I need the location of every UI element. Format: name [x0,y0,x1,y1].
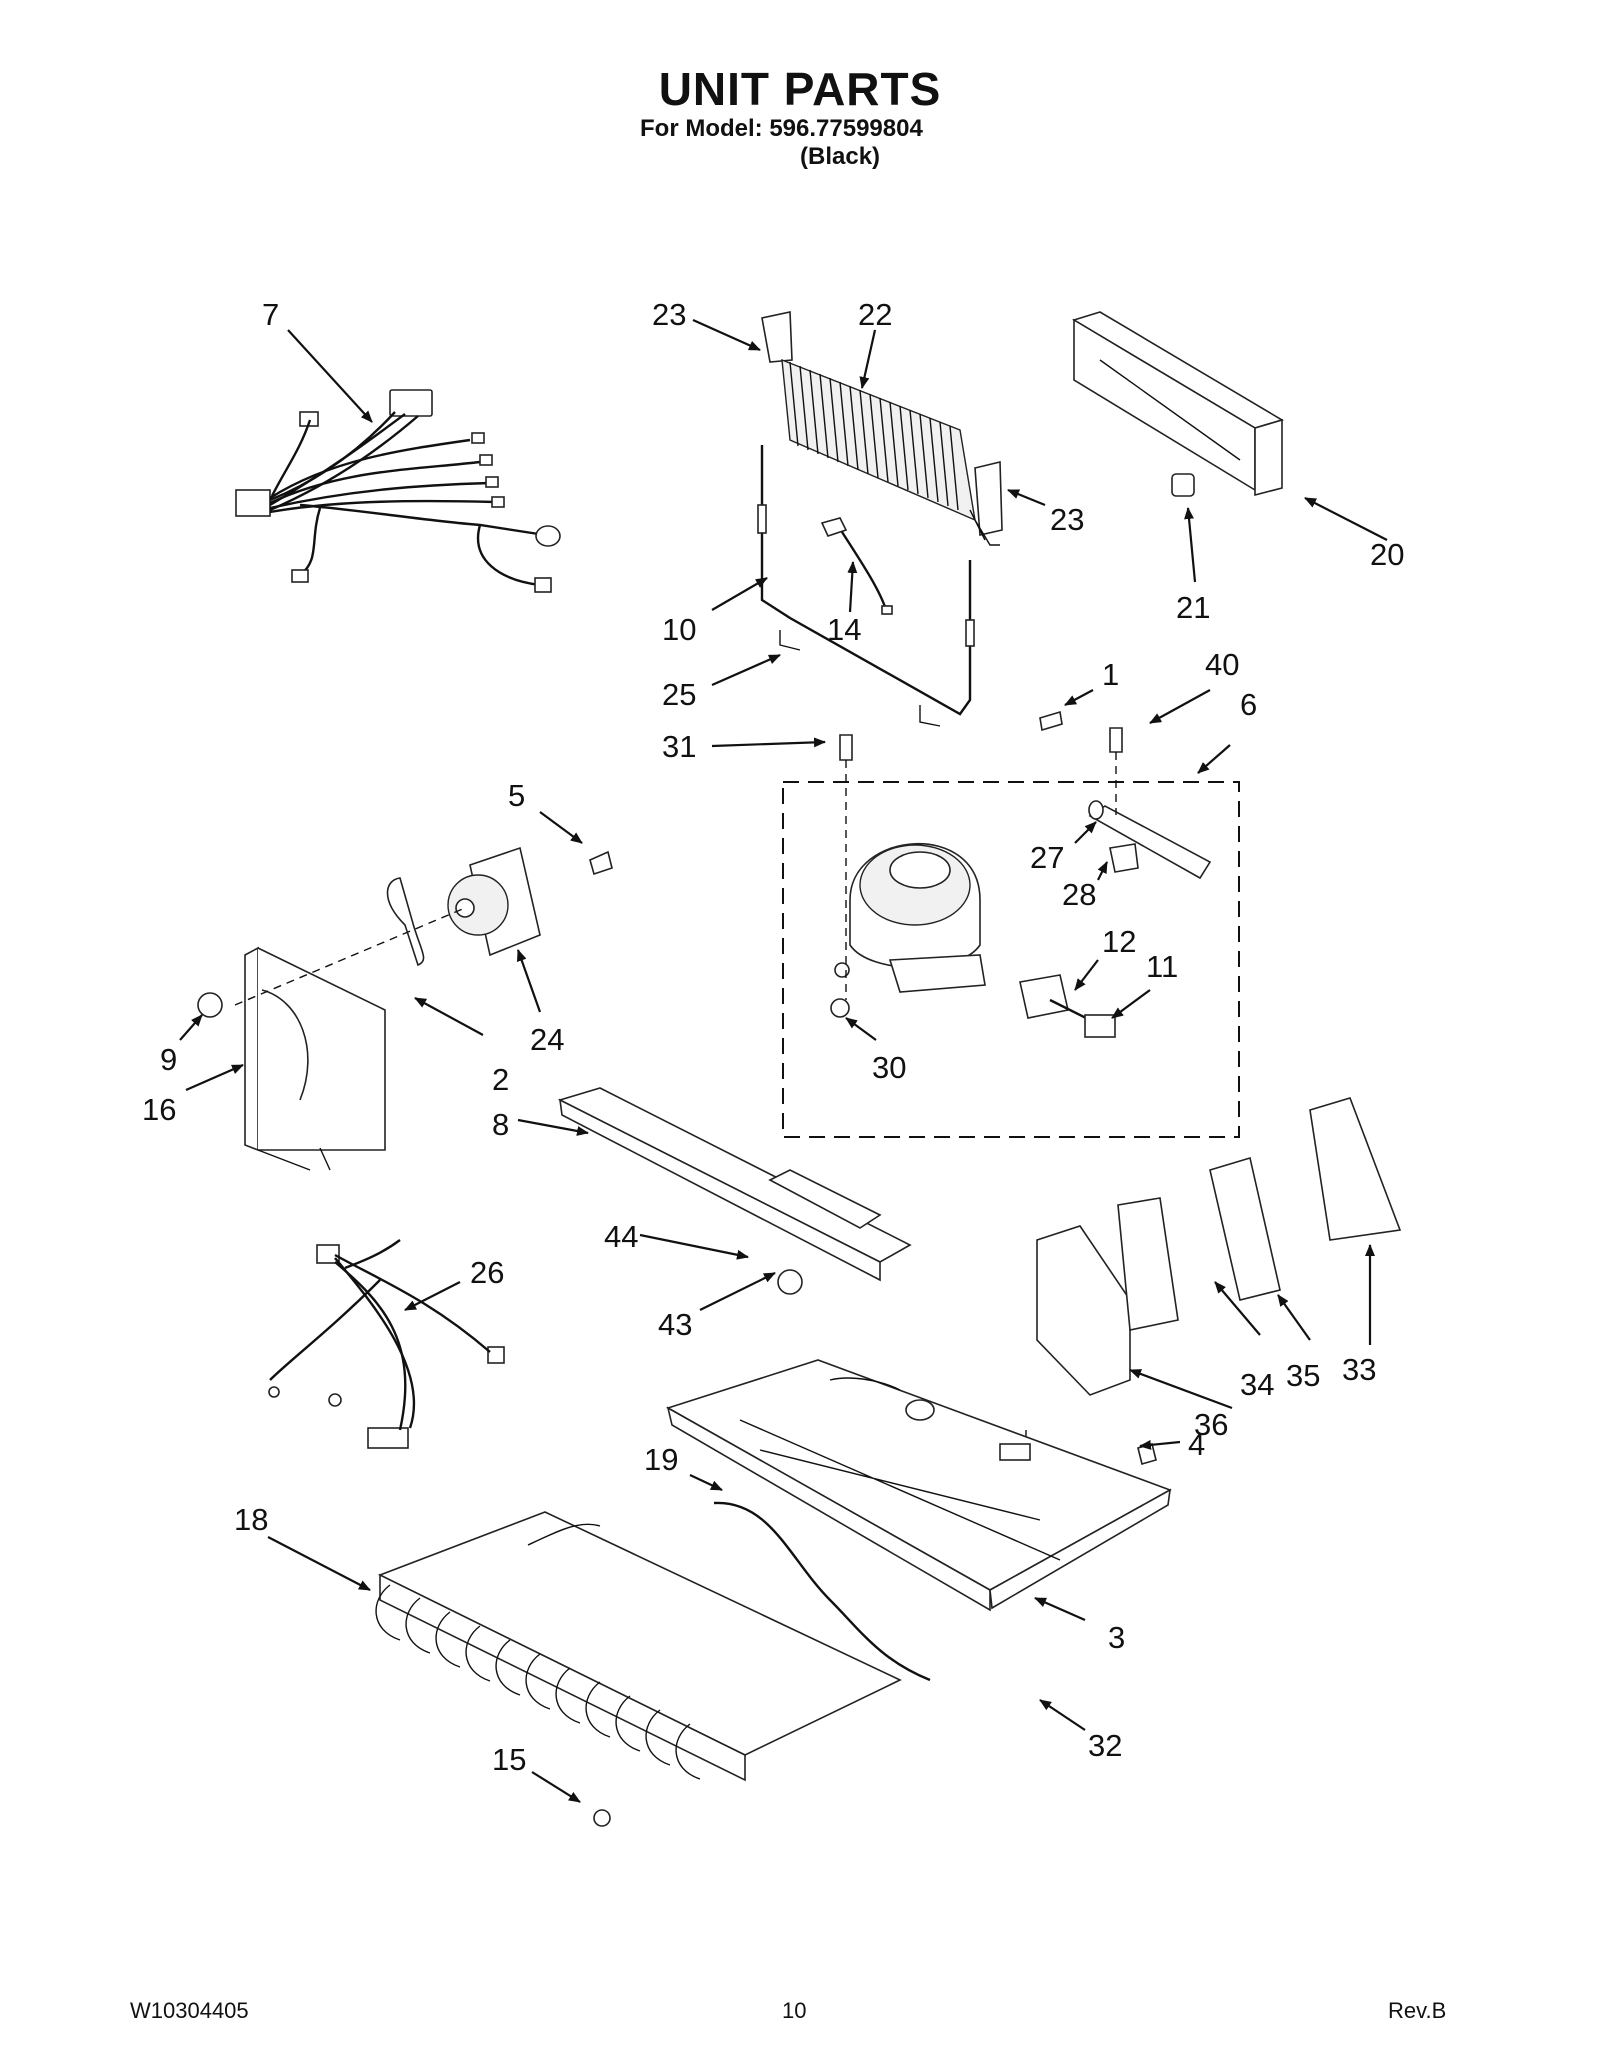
callout-34: 34 [1240,1367,1274,1402]
color-line: (Black) [800,143,881,170]
callout-19: 19 [644,1442,678,1477]
callout-28: 28 [1062,877,1096,912]
callout-30: 30 [872,1050,906,1085]
revision: Rev.B [1388,1998,1447,2023]
callout-35: 35 [1286,1358,1320,1393]
leader-lines [179,318,1388,1803]
evaporator-coil [375,1501,931,1827]
callout-6: 6 [1240,687,1257,722]
callout-15: 15 [492,1742,526,1777]
callout-23-top: 23 [652,297,686,332]
callout-14: 14 [827,612,861,647]
callout-10: 10 [662,612,696,647]
callout-33: 33 [1342,1352,1376,1387]
callout-18: 18 [234,1502,268,1537]
model-line: For Model: 596.77599804 [640,115,923,142]
compressor [830,842,986,1018]
wire-harness-lower [268,1239,505,1449]
condenser-cover [1072,311,1284,497]
callout-36: 36 [1194,1407,1228,1442]
page-title: UNIT PARTS [658,63,942,115]
doc-number: W10304405 [130,1998,249,2023]
temperature-sensor [820,517,893,615]
callout-43: 43 [658,1307,692,1342]
callout-25: 25 [662,677,696,712]
drain-frame [757,445,975,727]
filter-drier [1088,800,1212,880]
callout-9: 9 [160,1042,177,1077]
callout-24: 24 [530,1022,564,1057]
callout-8: 8 [492,1107,509,1142]
callout-23-right: 23 [1050,502,1084,537]
callout-1: 1 [1102,657,1119,692]
callout-2: 2 [492,1062,509,1097]
base-plate [666,1359,1172,1612]
condenser-fan-assembly [197,846,541,1171]
page-number: 10 [782,1998,807,2023]
callout-16: 16 [142,1092,176,1127]
control-boards [1036,1097,1402,1396]
callout-40: 40 [1205,647,1239,682]
callout-5: 5 [508,778,525,813]
compressor-assembly-outline [782,781,1240,1138]
callout-26: 26 [470,1255,504,1290]
callout-27: 27 [1030,840,1064,875]
callout-11: 11 [1146,949,1178,984]
callout-20: 20 [1370,537,1404,572]
callout-44: 44 [604,1219,638,1254]
callout-22: 22 [858,297,892,332]
callout-3: 3 [1108,1620,1125,1655]
callout-numbers: 7 23 22 23 20 21 14 10 25 1 40 6 31 5 27… [142,297,1404,1777]
callout-32: 32 [1088,1728,1122,1763]
condenser [761,311,1003,546]
callout-7: 7 [262,297,279,332]
relay-and-overload [1019,974,1116,1038]
wire-harness-upper [235,389,561,593]
callout-12: 12 [1102,924,1136,959]
drain-pan [557,1087,912,1295]
callout-4: 4 [1188,1427,1205,1462]
callout-21: 21 [1176,590,1210,625]
callout-31: 31 [662,729,696,764]
